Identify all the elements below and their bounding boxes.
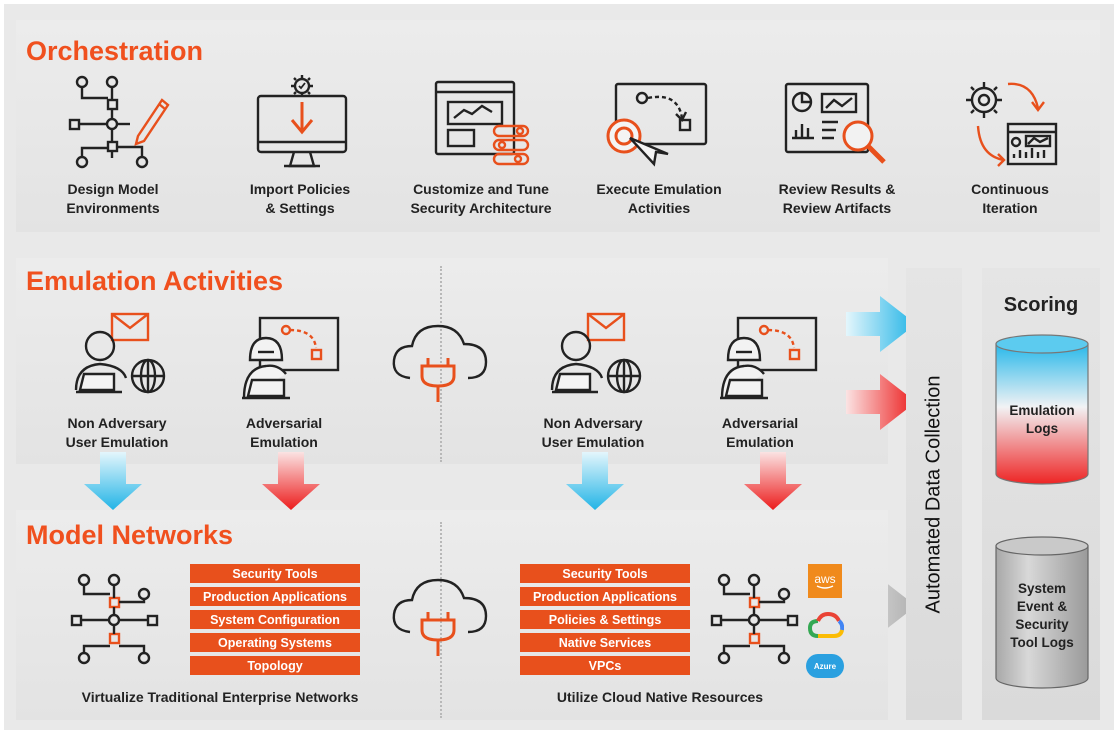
tag-topology: Topology bbox=[190, 656, 360, 675]
tag-cloud-vpcs: VPCs bbox=[520, 656, 690, 675]
tag-cloud-security-tools: Security Tools bbox=[520, 564, 690, 583]
orchestration-title: Orchestration bbox=[26, 36, 204, 66]
networks-panel bbox=[16, 510, 888, 720]
system-logs-label: System Event & Security Tool Logs bbox=[1010, 581, 1074, 650]
user-email-globe-icon bbox=[546, 310, 646, 406]
cloud-plug-icon bbox=[388, 572, 492, 658]
click-execute-icon bbox=[602, 80, 714, 176]
data-collection-label-wrap: Automated Data Collection bbox=[906, 268, 962, 720]
tag-cloud-policies-settings: Policies & Settings bbox=[520, 610, 690, 629]
data-collection-panel bbox=[906, 268, 962, 720]
data-collection-label: Automated Data Collection bbox=[922, 375, 945, 613]
tag-cloud-native-services: Native Services bbox=[520, 633, 690, 652]
network-pencil-icon bbox=[64, 74, 174, 170]
tag-security-tools: Security Tools bbox=[190, 564, 360, 583]
tag-cloud-production-applications: Production Applications bbox=[520, 587, 690, 606]
user-email-globe-icon bbox=[70, 310, 170, 406]
emulation-title: Emulation Activities bbox=[26, 266, 284, 296]
tag-operating-systems: Operating Systems bbox=[190, 633, 360, 652]
tag-production-applications: Production Applications bbox=[190, 587, 360, 606]
network-topology-icon bbox=[68, 572, 160, 666]
step-caption-import: Import Policies& Settings bbox=[249, 181, 351, 216]
divider-dots bbox=[440, 266, 442, 462]
aws-logo: aws bbox=[808, 564, 842, 598]
hooded-hacker-icon bbox=[234, 316, 340, 406]
hooded-hacker-icon bbox=[712, 316, 818, 406]
cycle-gear-dashboard-icon bbox=[958, 78, 1064, 170]
network-topology-icon bbox=[708, 572, 800, 666]
emulation-logs-cylinder bbox=[995, 334, 1089, 485]
azure-logo: Azure bbox=[806, 654, 844, 678]
report-magnifier-icon bbox=[782, 80, 892, 170]
step-caption-review: Review Results &Review Artifacts bbox=[778, 181, 896, 216]
traditional-caption: Virtualize Traditional Enterprise Networ… bbox=[81, 689, 359, 705]
networks-title: Model Networks bbox=[26, 520, 234, 550]
tag-system-configuration: System Configuration bbox=[190, 610, 360, 629]
monitor-gear-import-icon bbox=[248, 74, 356, 172]
scoring-title: Scoring bbox=[1003, 294, 1079, 316]
cloud-caption: Utilize Cloud Native Resources bbox=[556, 689, 764, 705]
google-cloud-icon bbox=[807, 611, 845, 642]
system-logs-cylinder bbox=[995, 536, 1089, 689]
dashboard-toggles-icon bbox=[428, 78, 534, 168]
cloud-plug-icon bbox=[388, 318, 492, 404]
orchestration-panel bbox=[16, 20, 1100, 232]
